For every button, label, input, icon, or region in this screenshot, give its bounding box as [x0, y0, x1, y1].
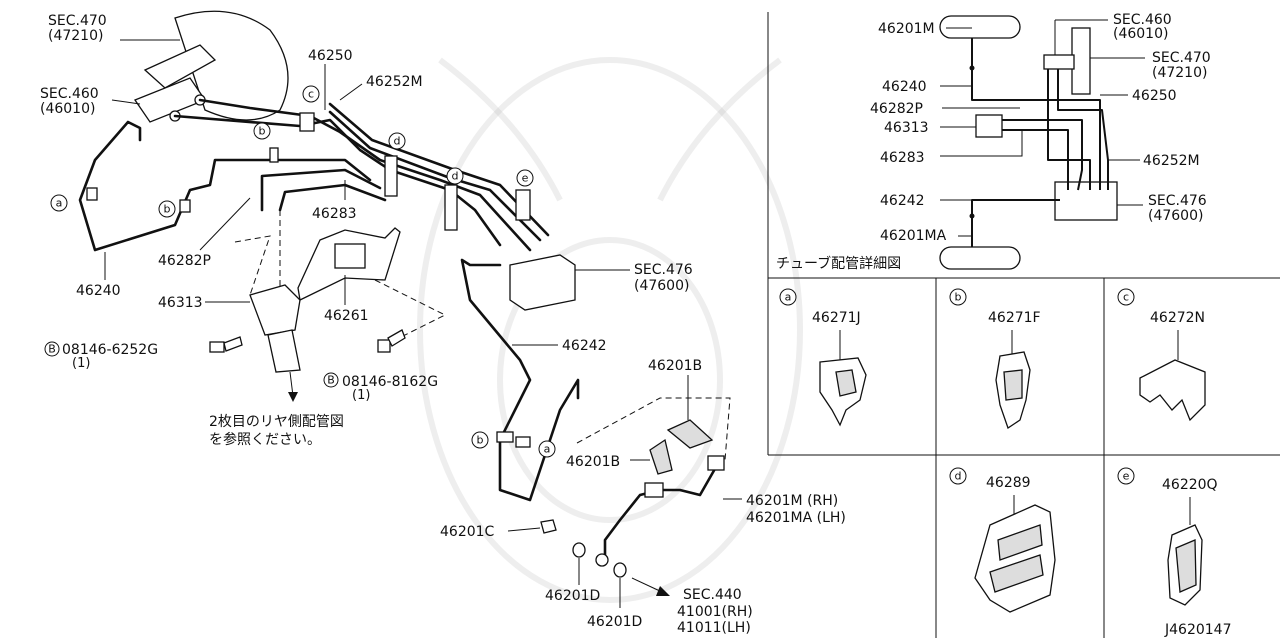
label-46240: 46240	[76, 283, 121, 299]
label-sec440: SEC.440	[683, 587, 742, 603]
svg-text:a: a	[544, 443, 551, 456]
callout-b3: b	[471, 431, 489, 449]
svg-text:(47600): (47600)	[634, 278, 689, 294]
svg-text:46250: 46250	[1132, 88, 1177, 104]
label-sec476: SEC.476	[634, 262, 693, 278]
label-46201C: 46201C	[440, 524, 495, 540]
svg-text:b: b	[955, 291, 962, 304]
svg-text:SEC.470: SEC.470	[1152, 50, 1211, 66]
sec470-code: (47210)	[48, 28, 103, 44]
label-46282P: 46282P	[158, 253, 211, 269]
svg-text:c: c	[1123, 291, 1129, 304]
label-46272N: 46272N	[1150, 310, 1205, 326]
note-line-2: を参照ください。	[209, 431, 321, 448]
svg-text:46242: 46242	[880, 193, 925, 209]
label-46201B-top: 46201B	[648, 358, 702, 374]
label-46271J: 46271J	[812, 310, 861, 326]
label-46201MA: 46201MA (LH)	[746, 510, 846, 526]
watermark-crest	[417, 57, 803, 603]
pipe-clips	[86, 112, 531, 448]
label-46201M: 46201M (RH)	[746, 493, 838, 509]
label-46201D-1: 46201D	[545, 588, 600, 604]
callout-c: c	[302, 85, 320, 103]
bolt-08146-6252G: B 08146-6252G (1)	[44, 336, 243, 371]
svg-text:SEC.460: SEC.460	[1113, 12, 1172, 28]
brake-booster	[134, 10, 289, 123]
svg-text:d: d	[955, 470, 962, 483]
detail-d: d 46289	[949, 467, 1056, 613]
svg-text:41001(RH): 41001(RH)	[677, 604, 753, 620]
bolt-08146-8162G: B 08146-8162G (1)	[323, 329, 438, 403]
schematic-caption: チューブ配管詳細図	[776, 255, 901, 272]
callout-a2: a	[538, 440, 556, 458]
svg-text:46283: 46283	[880, 150, 925, 166]
svg-text:d: d	[452, 170, 459, 183]
svg-text:(46010): (46010)	[1113, 26, 1168, 42]
svg-text:(47600): (47600)	[1148, 208, 1203, 224]
svg-text:(47210): (47210)	[1152, 65, 1207, 81]
svg-text:46201M: 46201M	[878, 21, 935, 37]
detail-c: c 46272N	[1117, 288, 1206, 422]
label-46271F: 46271F	[988, 310, 1041, 326]
callout-e1: e	[516, 169, 534, 187]
svg-text:B: B	[327, 374, 335, 387]
callout-d1: d	[388, 132, 406, 150]
flex-hose-assembly: 46201B 46201B 46201M (RH) 46201MA (LH) 4…	[440, 358, 846, 636]
valve-46313: 46313	[158, 210, 301, 402]
label-46289: 46289	[986, 475, 1031, 491]
label-bolt2: 08146-8162G	[342, 374, 438, 390]
label-46250: 46250	[308, 48, 353, 64]
label-46242: 46242	[562, 338, 607, 354]
svg-text:b: b	[259, 125, 266, 138]
svg-text:b: b	[164, 203, 171, 216]
label-46201D-2: 46201D	[587, 614, 642, 630]
svg-text:41011(LH): 41011(LH)	[677, 620, 751, 636]
svg-text:e: e	[522, 172, 529, 185]
label-46220Q: 46220Q	[1162, 477, 1218, 493]
label-46201B-side: 46201B	[566, 454, 620, 470]
label-46283: 46283	[312, 206, 357, 222]
svg-text:b: b	[477, 434, 484, 447]
label-46313: 46313	[158, 295, 203, 311]
callout-d2: d	[446, 167, 464, 185]
svg-text:c: c	[308, 88, 314, 101]
svg-text:46282P: 46282P	[870, 101, 923, 117]
detail-b: b 46271F	[949, 288, 1041, 430]
label-bolt1: 08146-6252G	[62, 342, 158, 358]
sec470-label: SEC.470	[48, 13, 107, 29]
abs-actuator: SEC.476 (47600)	[509, 254, 693, 311]
note-line-1: 2枚目のリヤ側配管図	[209, 414, 344, 430]
callout-b2: b	[158, 200, 176, 218]
svg-text:SEC.476: SEC.476	[1148, 193, 1207, 209]
schematic-labels: SEC.460 (46010) SEC.470 (47210) 46201M 4…	[776, 12, 1211, 272]
callout-b1: b	[253, 122, 271, 140]
svg-text:(1): (1)	[352, 388, 370, 403]
svg-text:46252M: 46252M	[1143, 153, 1200, 169]
bracket-46261: 46261	[297, 227, 447, 341]
label-46252M: 46252M	[366, 74, 423, 90]
svg-text:(1): (1)	[72, 356, 90, 371]
svg-text:a: a	[785, 291, 792, 304]
svg-text:46201MA: 46201MA	[880, 228, 947, 244]
diagram-code: J4620147	[1164, 622, 1231, 638]
svg-text:e: e	[1123, 470, 1130, 483]
sec460-code: (46010)	[40, 101, 95, 117]
detail-e: e 46220Q	[1117, 467, 1218, 606]
svg-text:46240: 46240	[882, 79, 927, 95]
label-46261: 46261	[324, 308, 369, 324]
svg-text:a: a	[56, 197, 63, 210]
sec460-label: SEC.460	[40, 86, 99, 102]
svg-text:B: B	[48, 343, 56, 356]
detail-a: a 46271J	[779, 288, 867, 427]
svg-text:d: d	[394, 135, 401, 148]
svg-text:46313: 46313	[884, 120, 929, 136]
callout-a1: a	[50, 194, 68, 212]
main-brake-pipes	[78, 98, 580, 502]
tube-schematic	[939, 15, 1118, 270]
